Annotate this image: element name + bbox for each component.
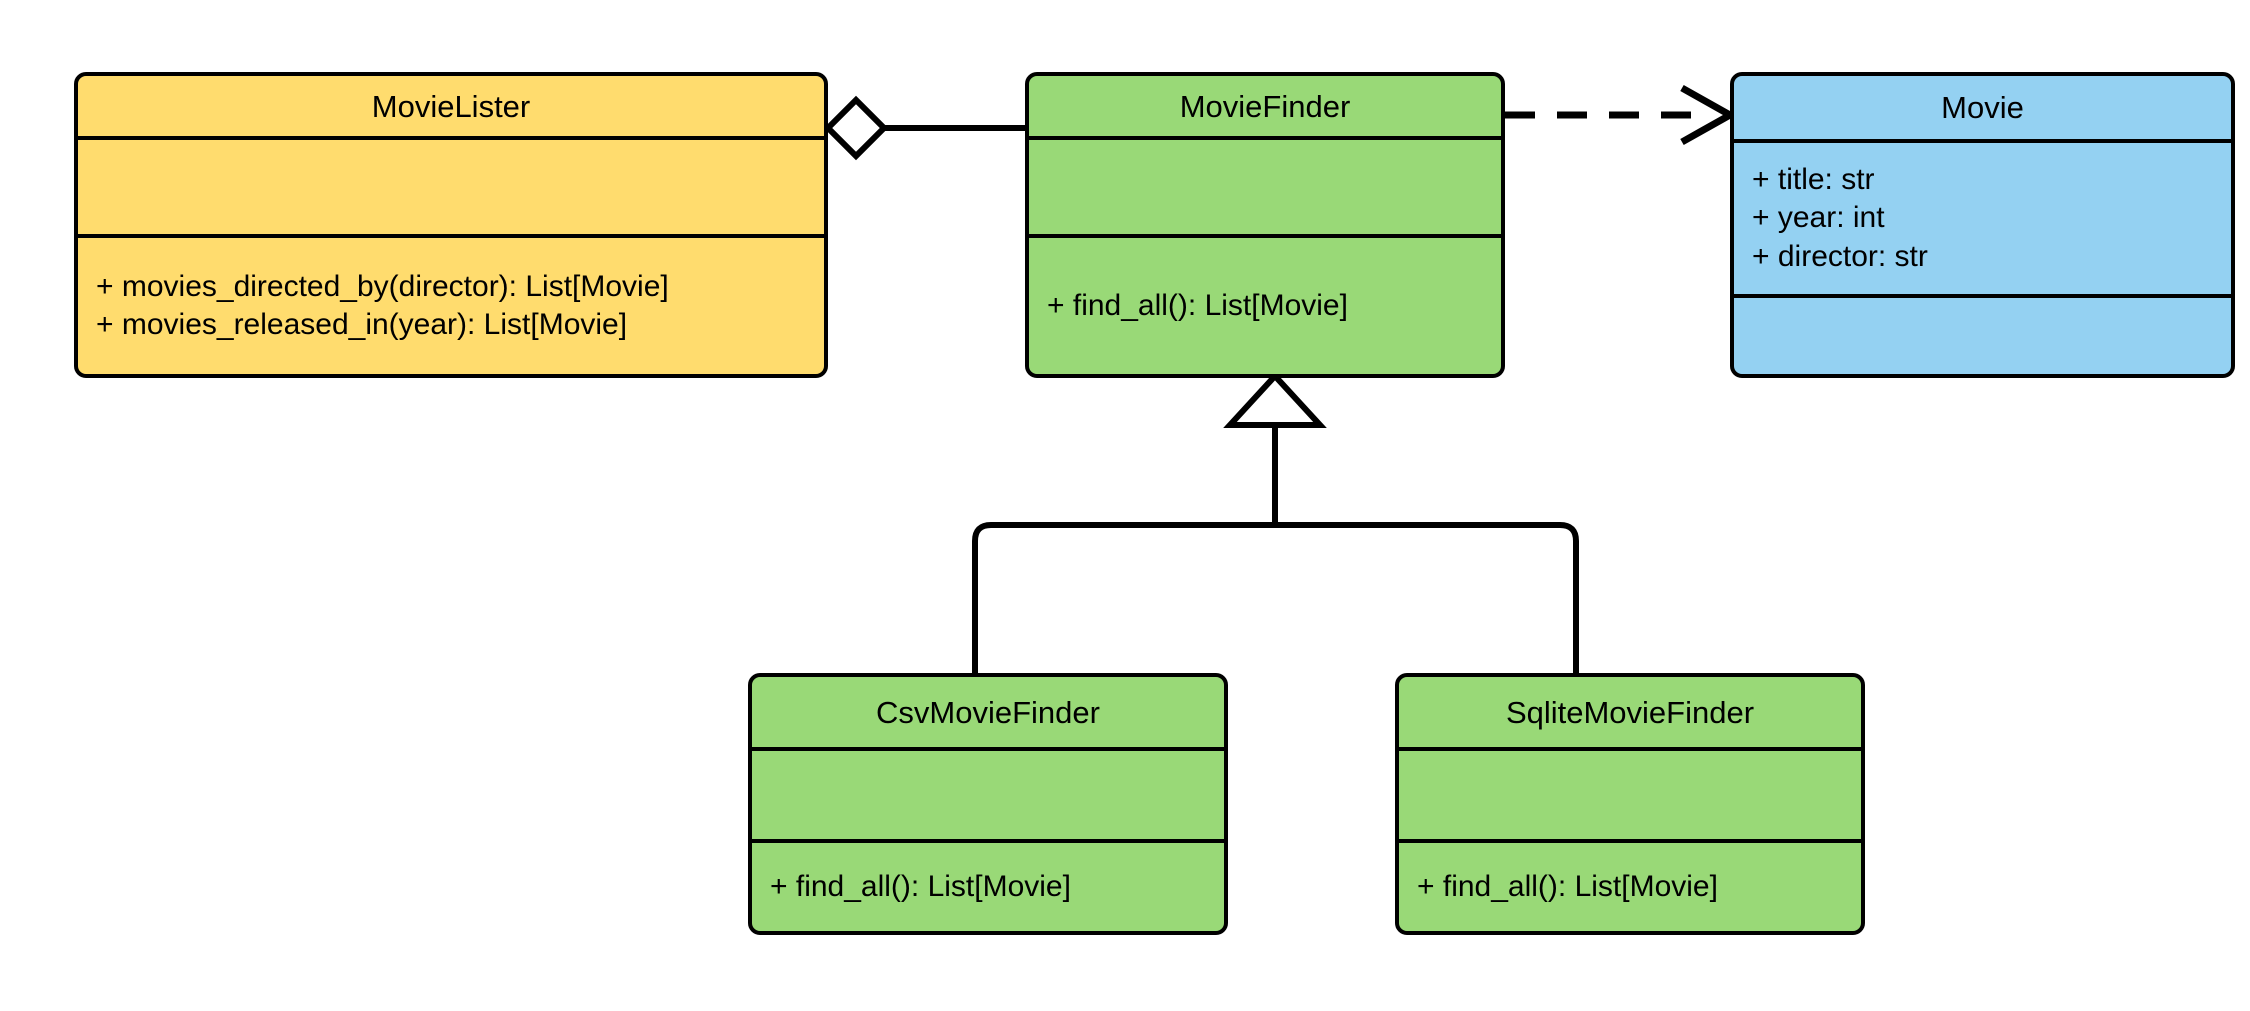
method-item: + find_all(): List[Movie] <box>770 869 1071 903</box>
method-item: + find_all(): List[Movie] <box>1047 288 1348 322</box>
class-box-csvmoviefinder[interactable]: CsvMovieFinder + find_all(): List[Movie] <box>748 673 1228 935</box>
attribute-item: + director: str <box>1752 239 1928 273</box>
generalization-branch-sqlite <box>1275 522 1579 673</box>
method-item: + find_all(): List[Movie] <box>1417 869 1718 903</box>
class-box-movie[interactable]: Movie + title: str + year: int + directo… <box>1730 72 2235 378</box>
method-item: + movies_released_in(year): List[Movie] <box>96 308 628 341</box>
class-name-movielister: MovieLister <box>78 76 824 140</box>
class-name-csvmoviefinder: CsvMovieFinder <box>752 677 1224 751</box>
edge-aggregation-movielister-moviefinder <box>823 95 1025 161</box>
class-attributes-moviefinder <box>1029 140 1501 238</box>
open-arrow-marker <box>1680 84 1738 146</box>
class-methods-csvmoviefinder: + find_all(): List[Movie] <box>752 843 1224 931</box>
generalization-branch-csv <box>972 522 1275 673</box>
class-name-movie: Movie <box>1734 76 2231 143</box>
class-box-movielister[interactable]: MovieLister + movies_directed_by(directo… <box>74 72 828 378</box>
class-attributes-csvmoviefinder <box>752 751 1224 843</box>
attribute-item: + title: str <box>1752 162 1875 196</box>
edge-dependency-moviefinder-movie <box>1505 84 1738 146</box>
hollow-diamond-marker <box>823 95 889 161</box>
class-box-sqlitemoviefinder[interactable]: SqliteMovieFinder + find_all(): List[Mov… <box>1395 673 1865 935</box>
class-box-moviefinder[interactable]: MovieFinder + find_all(): List[Movie] <box>1025 72 1505 378</box>
attribute-item: + year: int <box>1752 201 1885 235</box>
edge-generalization-tree <box>972 371 1579 673</box>
class-attributes-sqlitemoviefinder <box>1399 751 1861 843</box>
class-methods-movielister: + movies_directed_by(director): List[Mov… <box>78 238 824 374</box>
class-attributes-movie: + title: str + year: int + director: str <box>1734 143 2231 298</box>
class-name-sqlitemoviefinder: SqliteMovieFinder <box>1399 677 1861 751</box>
hollow-triangle-marker <box>1223 371 1327 428</box>
class-methods-moviefinder: + find_all(): List[Movie] <box>1029 238 1501 374</box>
class-attributes-movielister <box>78 140 824 238</box>
method-item: + movies_directed_by(director): List[Mov… <box>96 269 669 303</box>
class-methods-sqlitemoviefinder: + find_all(): List[Movie] <box>1399 843 1861 931</box>
class-methods-movie <box>1734 298 2231 374</box>
class-name-moviefinder: MovieFinder <box>1029 76 1501 140</box>
